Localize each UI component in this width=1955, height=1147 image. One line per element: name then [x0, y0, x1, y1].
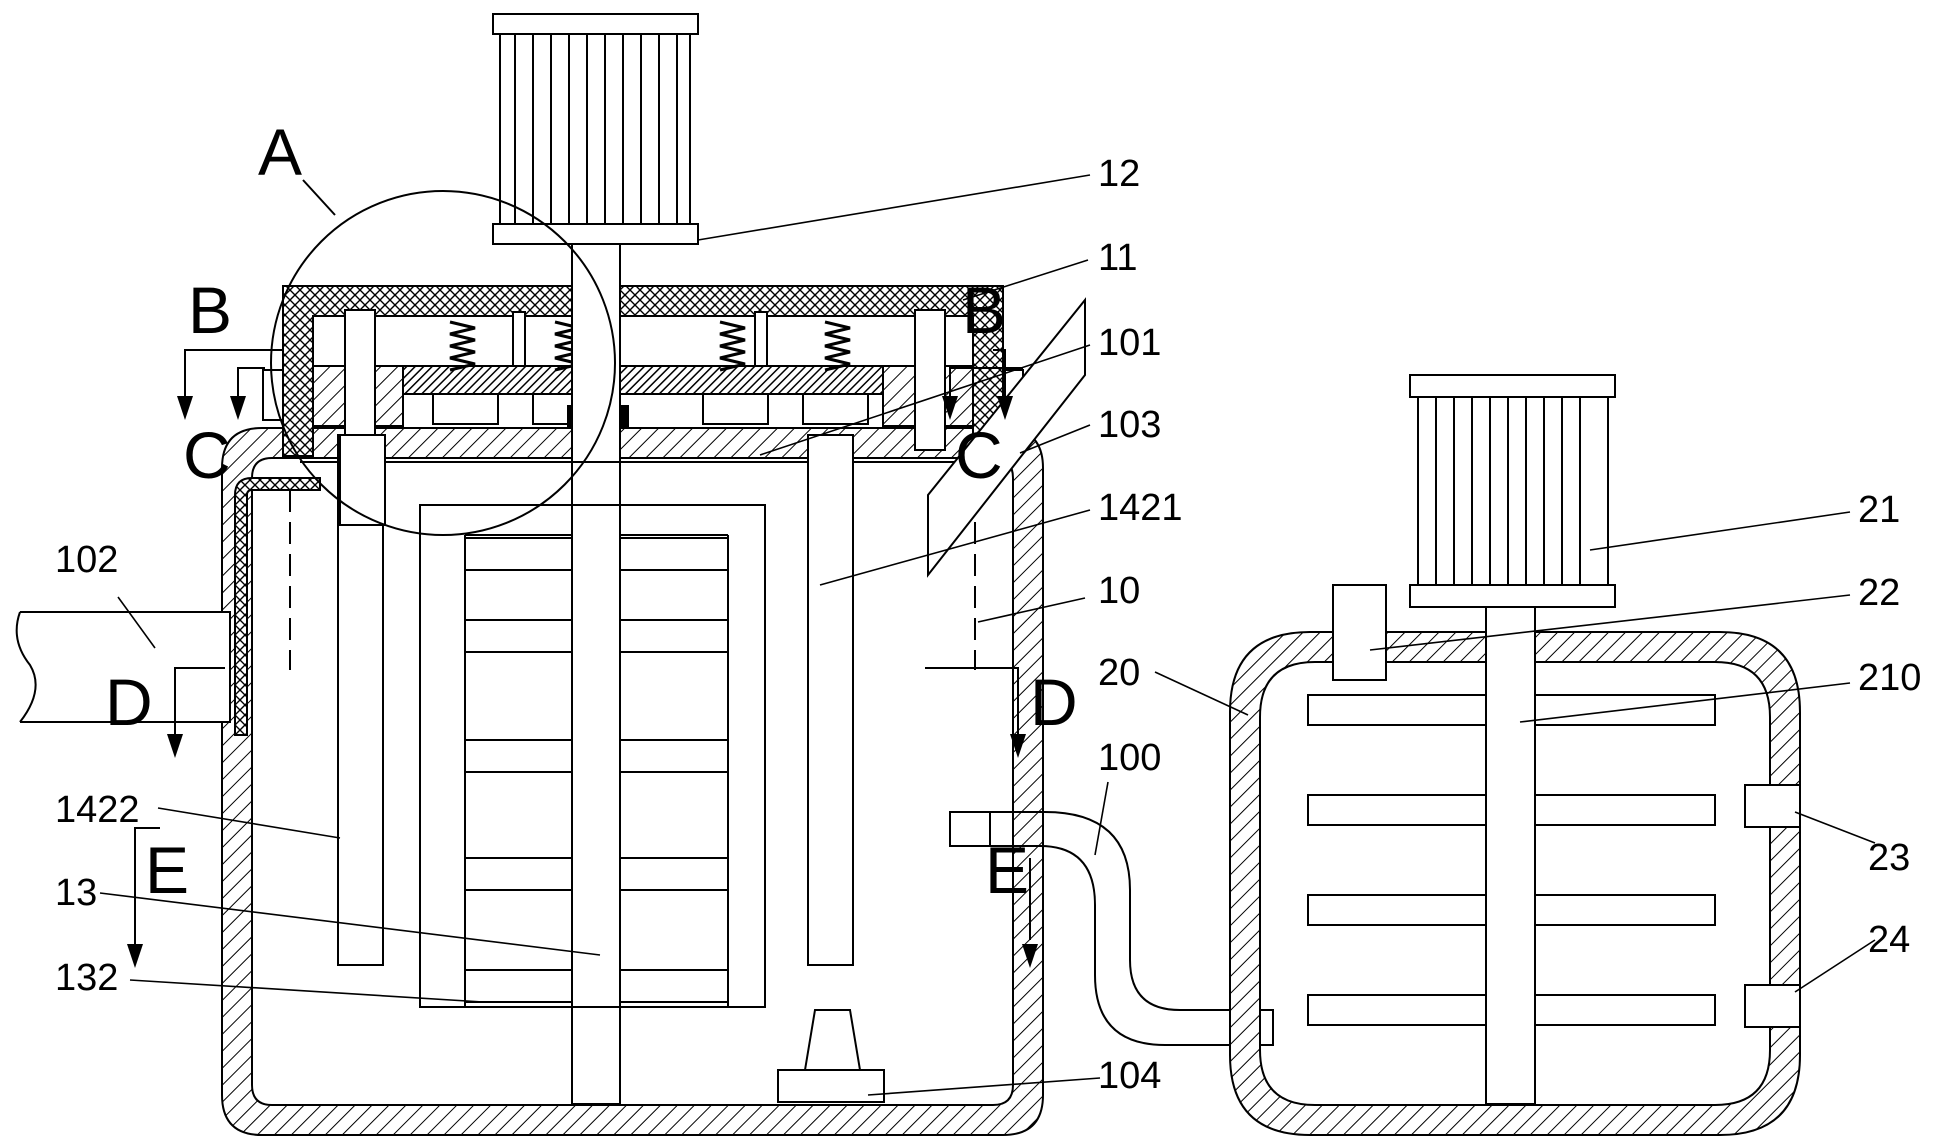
label-21: 21 — [1858, 489, 1900, 531]
label-102: 102 — [55, 539, 118, 581]
label-D-left: D — [105, 665, 153, 739]
label-101: 101 — [1098, 322, 1161, 364]
label-132: 132 — [55, 957, 118, 999]
label-11: 11 — [1098, 237, 1137, 279]
label-10: 10 — [1098, 570, 1140, 612]
detail-circle-a — [270, 179, 616, 536]
lid-assembly — [262, 285, 1024, 457]
label-13: 13 — [55, 872, 97, 914]
reference-labels: A B B C C D D E E 12 11 101 103 1421 10 … — [55, 115, 1921, 1097]
main-motor — [492, 13, 699, 245]
label-B-right: B — [962, 273, 1006, 347]
label-C-right: C — [955, 418, 1003, 492]
secondary-tank — [1229, 584, 1801, 1136]
label-210: 210 — [1858, 657, 1921, 699]
label-23: 23 — [1868, 837, 1910, 879]
label-1422: 1422 — [55, 789, 140, 831]
label-103: 103 — [1098, 404, 1161, 446]
label-1421: 1421 — [1098, 487, 1183, 529]
leader-lines — [99, 174, 1876, 1096]
label-20: 20 — [1098, 652, 1140, 694]
main-shaft — [571, 243, 621, 1105]
label-E-right: E — [985, 833, 1029, 907]
label-12: 12 — [1098, 153, 1140, 195]
label-100: 100 — [1098, 737, 1161, 779]
scraper-rods — [337, 434, 854, 966]
feed-pipe — [15, 477, 321, 736]
secondary-motor — [1409, 374, 1616, 608]
label-104: 104 — [1098, 1055, 1161, 1097]
label-B-left: B — [188, 273, 232, 347]
label-C-left: C — [183, 418, 231, 492]
inlet-chute — [927, 297, 1086, 578]
label-A: A — [258, 115, 302, 189]
section-arrows — [134, 349, 1031, 950]
label-24: 24 — [1868, 919, 1910, 961]
stirring-frame — [419, 504, 766, 1008]
stirrer-blades — [464, 537, 729, 1003]
springs — [449, 320, 851, 372]
label-D-right: D — [1030, 665, 1078, 739]
label-E-left: E — [145, 833, 189, 907]
bottom-valve — [777, 1009, 885, 1103]
label-22: 22 — [1858, 572, 1900, 614]
